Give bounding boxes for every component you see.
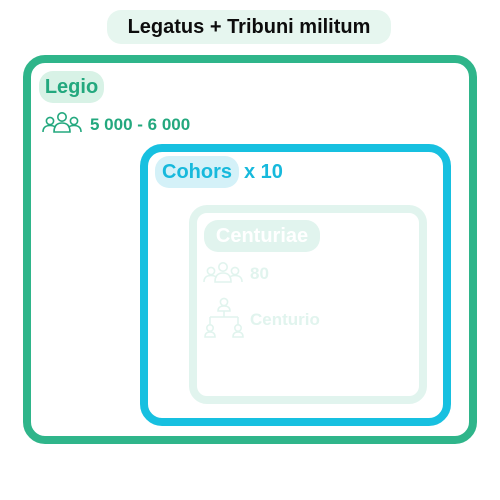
people-group-icon — [42, 112, 82, 133]
legio-box — [23, 55, 477, 444]
hierarchy-icon — [204, 297, 244, 338]
legio-label: Legio — [39, 71, 104, 103]
legio-strength: 5 000 - 6 000 — [90, 115, 191, 134]
cohors-label: Cohors — [155, 156, 239, 188]
diagram-title: Legatus + Tribuni militum — [107, 10, 391, 44]
people-group-icon — [203, 262, 243, 283]
centuriae-strength: 80 — [250, 264, 269, 283]
centuriae-label: Centuriae — [204, 220, 320, 252]
cohors-box — [140, 144, 451, 426]
centurio-label: Centurio — [250, 310, 320, 329]
centuriae-box — [189, 205, 427, 404]
cohors-multiplier: x 10 — [244, 161, 283, 183]
